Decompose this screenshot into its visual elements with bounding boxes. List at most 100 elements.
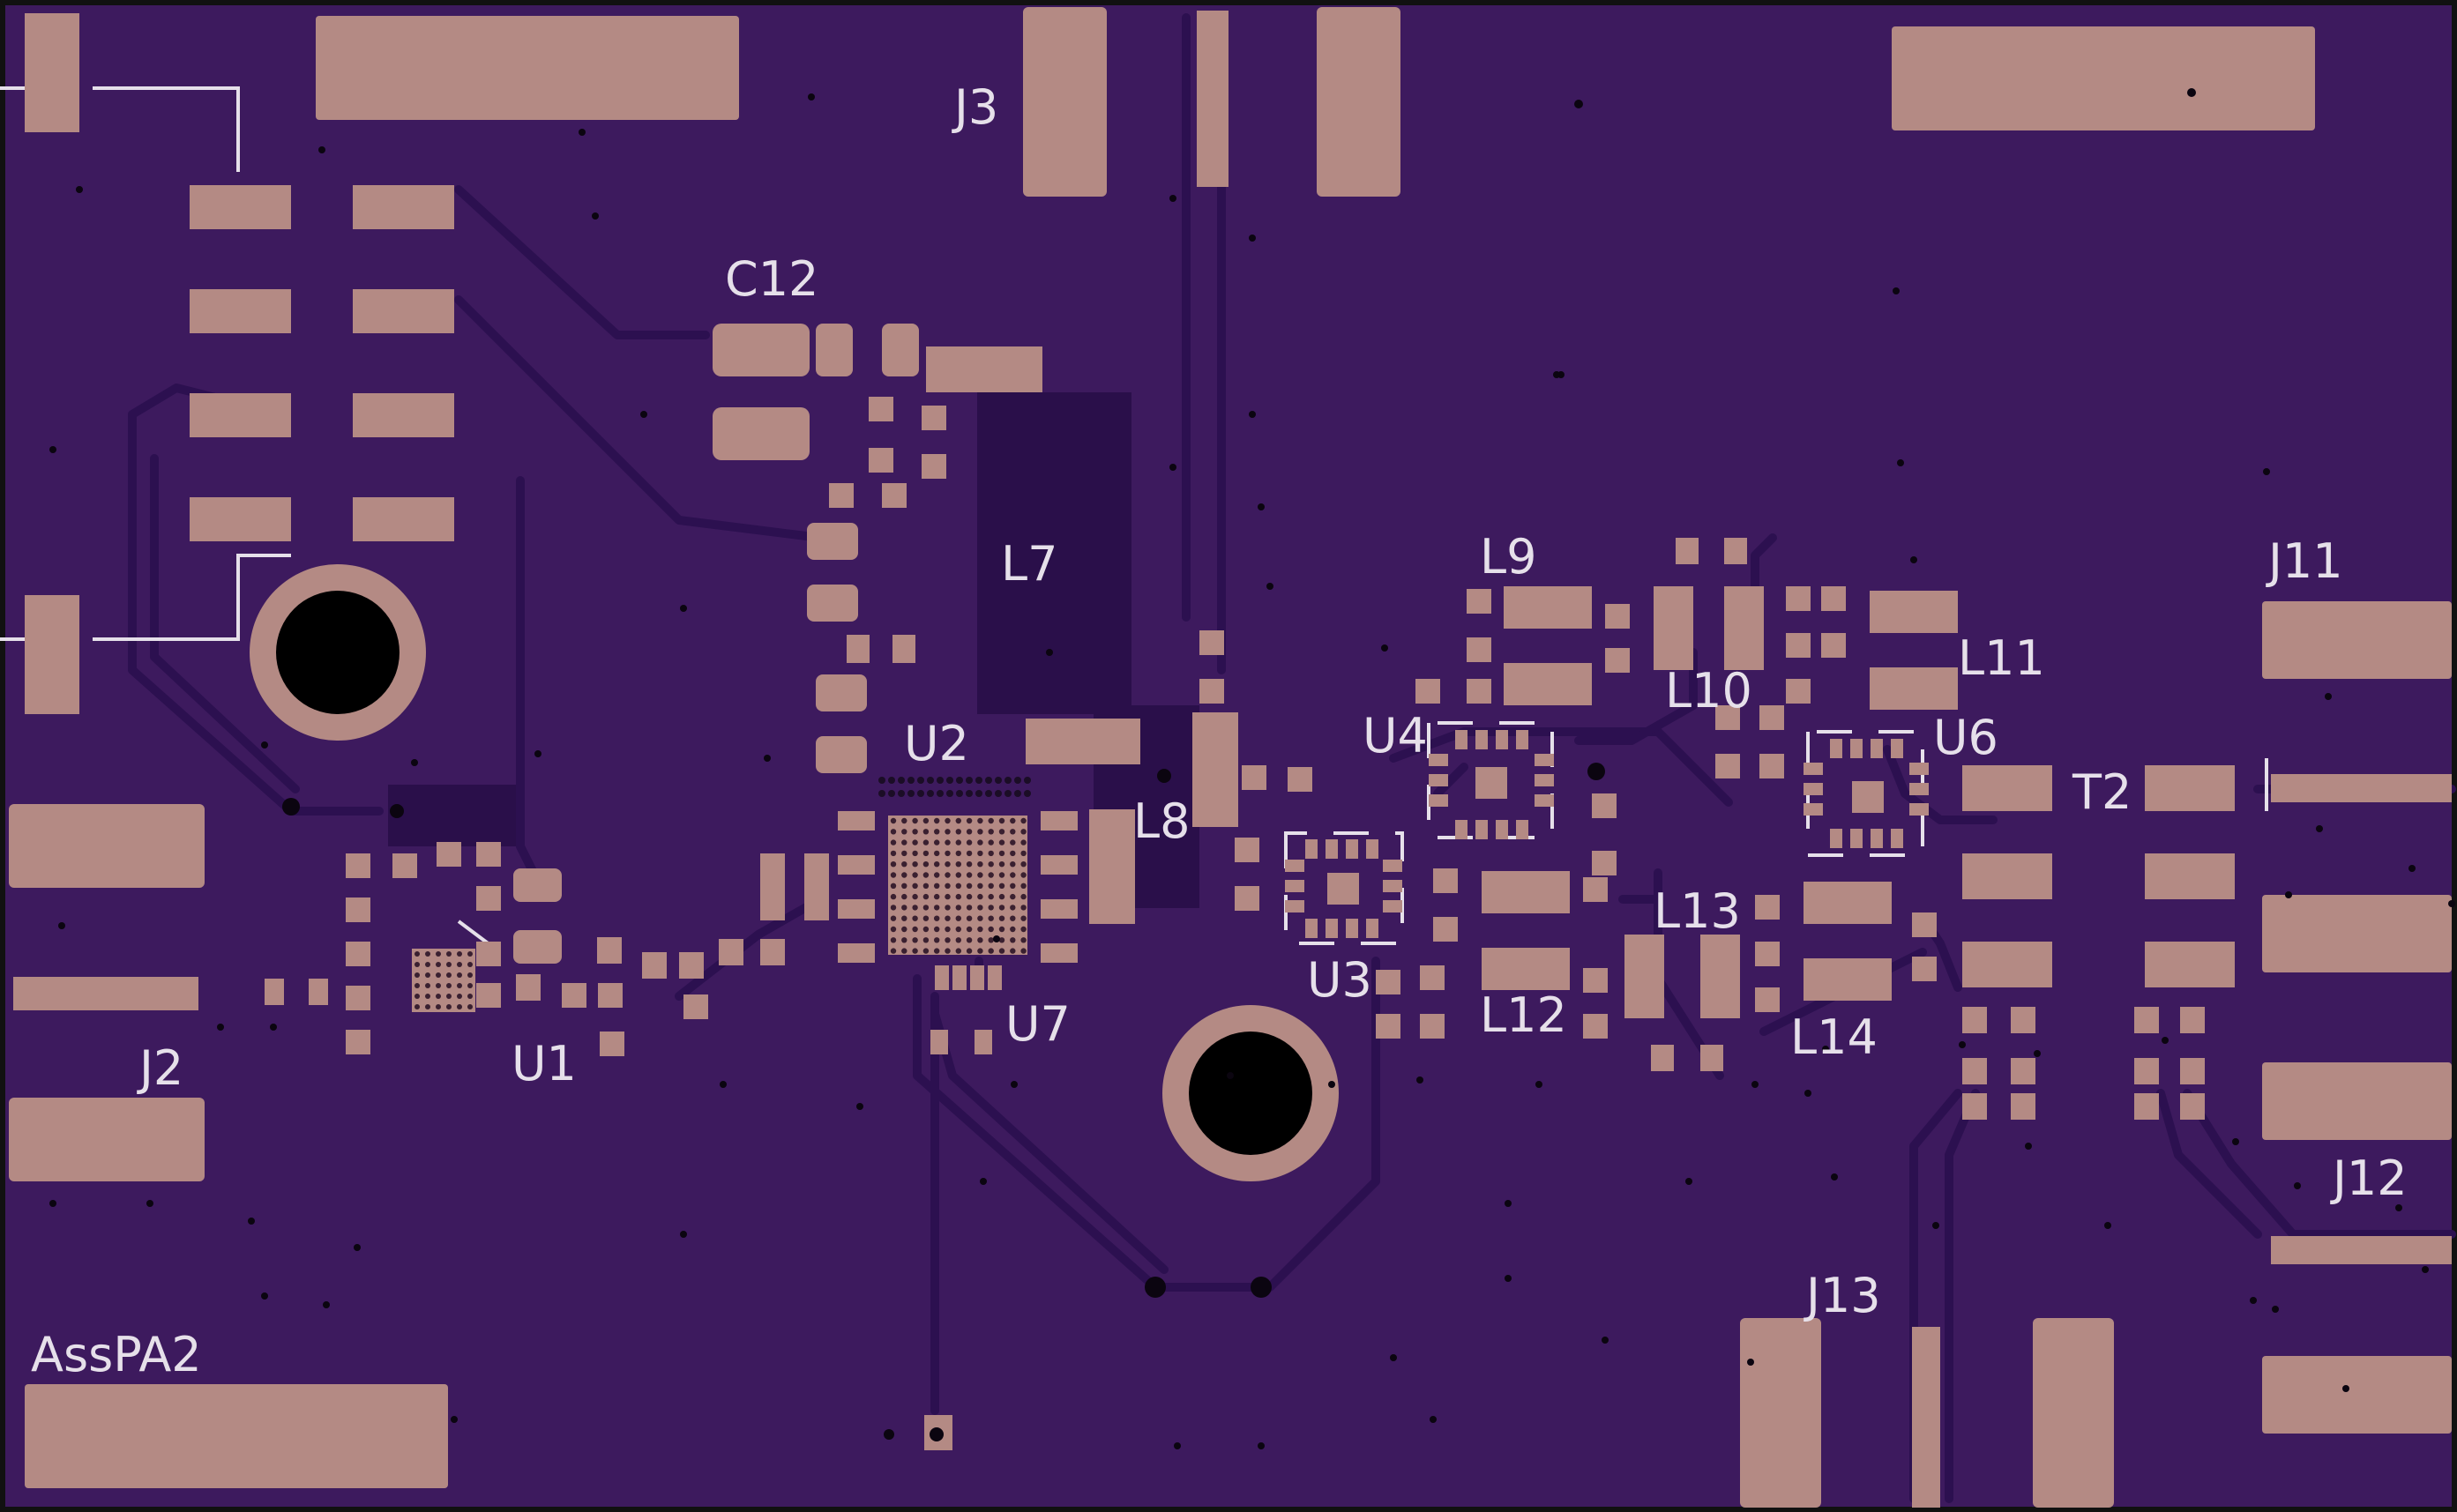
bga-ball xyxy=(945,926,951,933)
bga-ball xyxy=(901,829,907,835)
qfn-ball xyxy=(425,972,430,978)
j3-left-pad xyxy=(1023,7,1107,197)
smd-pad xyxy=(1199,630,1224,655)
bga-ball xyxy=(966,926,973,933)
t2-pad xyxy=(1962,942,2052,987)
bga-ball xyxy=(955,948,962,954)
bga-ball xyxy=(1020,926,1027,933)
bga-via xyxy=(917,777,924,784)
smd-pad xyxy=(562,983,586,1008)
via xyxy=(1553,371,1560,378)
smd-pad xyxy=(1821,586,1846,611)
bga-ball xyxy=(998,883,1005,889)
bga-ball xyxy=(890,905,897,911)
via xyxy=(2408,865,2416,872)
bga-ball xyxy=(945,883,951,889)
bga-via xyxy=(937,777,944,784)
bga-ball xyxy=(966,850,973,857)
bga-ball xyxy=(934,893,940,900)
via xyxy=(2034,1050,2041,1057)
bga-ball xyxy=(1010,850,1016,857)
qfn-ball xyxy=(436,951,441,957)
via xyxy=(217,1024,224,1031)
bga-ball xyxy=(934,872,940,878)
qfn-ball xyxy=(436,994,441,999)
smd-pad xyxy=(598,983,623,1008)
u7-pad xyxy=(930,1030,948,1054)
j2-bottom-tab xyxy=(25,595,79,714)
via xyxy=(1251,1277,1272,1298)
bga-ball xyxy=(955,829,962,835)
u2-side-pad xyxy=(1041,811,1078,830)
bga-ball xyxy=(998,893,1005,900)
bga-ball xyxy=(988,861,994,868)
bga-ball xyxy=(966,905,973,911)
smd-pad xyxy=(1724,538,1747,564)
u7-pad xyxy=(952,965,967,990)
c12-pad xyxy=(713,407,810,460)
u7-pad xyxy=(935,965,949,990)
bga-ball xyxy=(966,883,973,889)
bga-ball xyxy=(988,915,994,921)
bga-ball xyxy=(1020,839,1027,845)
bga-ball xyxy=(945,839,951,845)
bga-ball xyxy=(977,850,983,857)
smd-pad xyxy=(804,853,829,920)
via xyxy=(2187,88,2196,97)
bga-ball xyxy=(1020,948,1027,954)
smd-pad xyxy=(1242,765,1266,790)
via xyxy=(1258,1442,1265,1449)
smd-pad xyxy=(922,454,946,479)
j2-signal-pad xyxy=(13,977,198,1010)
qfn-ball xyxy=(446,972,452,978)
bga-ball xyxy=(955,926,962,933)
u7-pad xyxy=(975,1030,992,1054)
via xyxy=(1416,1076,1423,1084)
smd-pad xyxy=(1962,1058,1987,1084)
bga-ball xyxy=(1020,829,1027,835)
silkscreen-labels: J3 C12 L7 U2 L8 U7 U1 J2 AssPA2 L9 L10 L… xyxy=(31,79,2408,1382)
smd-pad xyxy=(346,986,370,1010)
bga-via xyxy=(995,790,1002,797)
qfn-ball xyxy=(457,972,462,978)
bga-ball xyxy=(966,872,973,878)
bga-ball xyxy=(912,839,918,845)
smd-pad xyxy=(1376,1014,1400,1039)
bga-ball xyxy=(988,883,994,889)
smd-pad xyxy=(346,1030,370,1054)
bga-ball xyxy=(890,872,897,878)
smd-pad xyxy=(2134,1093,2159,1120)
qfn-ball xyxy=(436,983,441,988)
l12-pad xyxy=(1482,871,1570,913)
label-l11: L11 xyxy=(1958,630,2045,686)
smd-pad xyxy=(1786,679,1811,704)
via xyxy=(390,804,404,818)
smd-pad xyxy=(1433,868,1458,893)
smd-pad xyxy=(1605,648,1630,673)
mounting-holes xyxy=(250,564,1339,1181)
smd-pad xyxy=(1420,1014,1445,1039)
u2-side-pad xyxy=(838,943,875,963)
bga-ball xyxy=(977,861,983,868)
smd-pad xyxy=(1759,754,1784,778)
smd-pad xyxy=(847,635,870,663)
vias xyxy=(49,88,2455,1449)
via xyxy=(1011,1081,1018,1088)
via xyxy=(980,1178,987,1185)
bga-ball xyxy=(922,817,930,824)
bga-ball xyxy=(977,883,983,889)
bga-ball xyxy=(890,926,897,933)
via xyxy=(1227,1072,1234,1079)
c12-pad xyxy=(713,324,810,376)
via xyxy=(2325,693,2332,700)
smd-pad xyxy=(1605,604,1630,629)
bga-via xyxy=(898,777,905,784)
via xyxy=(2232,1138,2239,1145)
bga-ball xyxy=(934,883,940,889)
t2-pad xyxy=(1962,853,2052,899)
bga-via xyxy=(966,790,973,797)
bga-ball xyxy=(922,839,930,845)
bga-ball xyxy=(998,829,1005,835)
bga-ball xyxy=(945,948,951,954)
